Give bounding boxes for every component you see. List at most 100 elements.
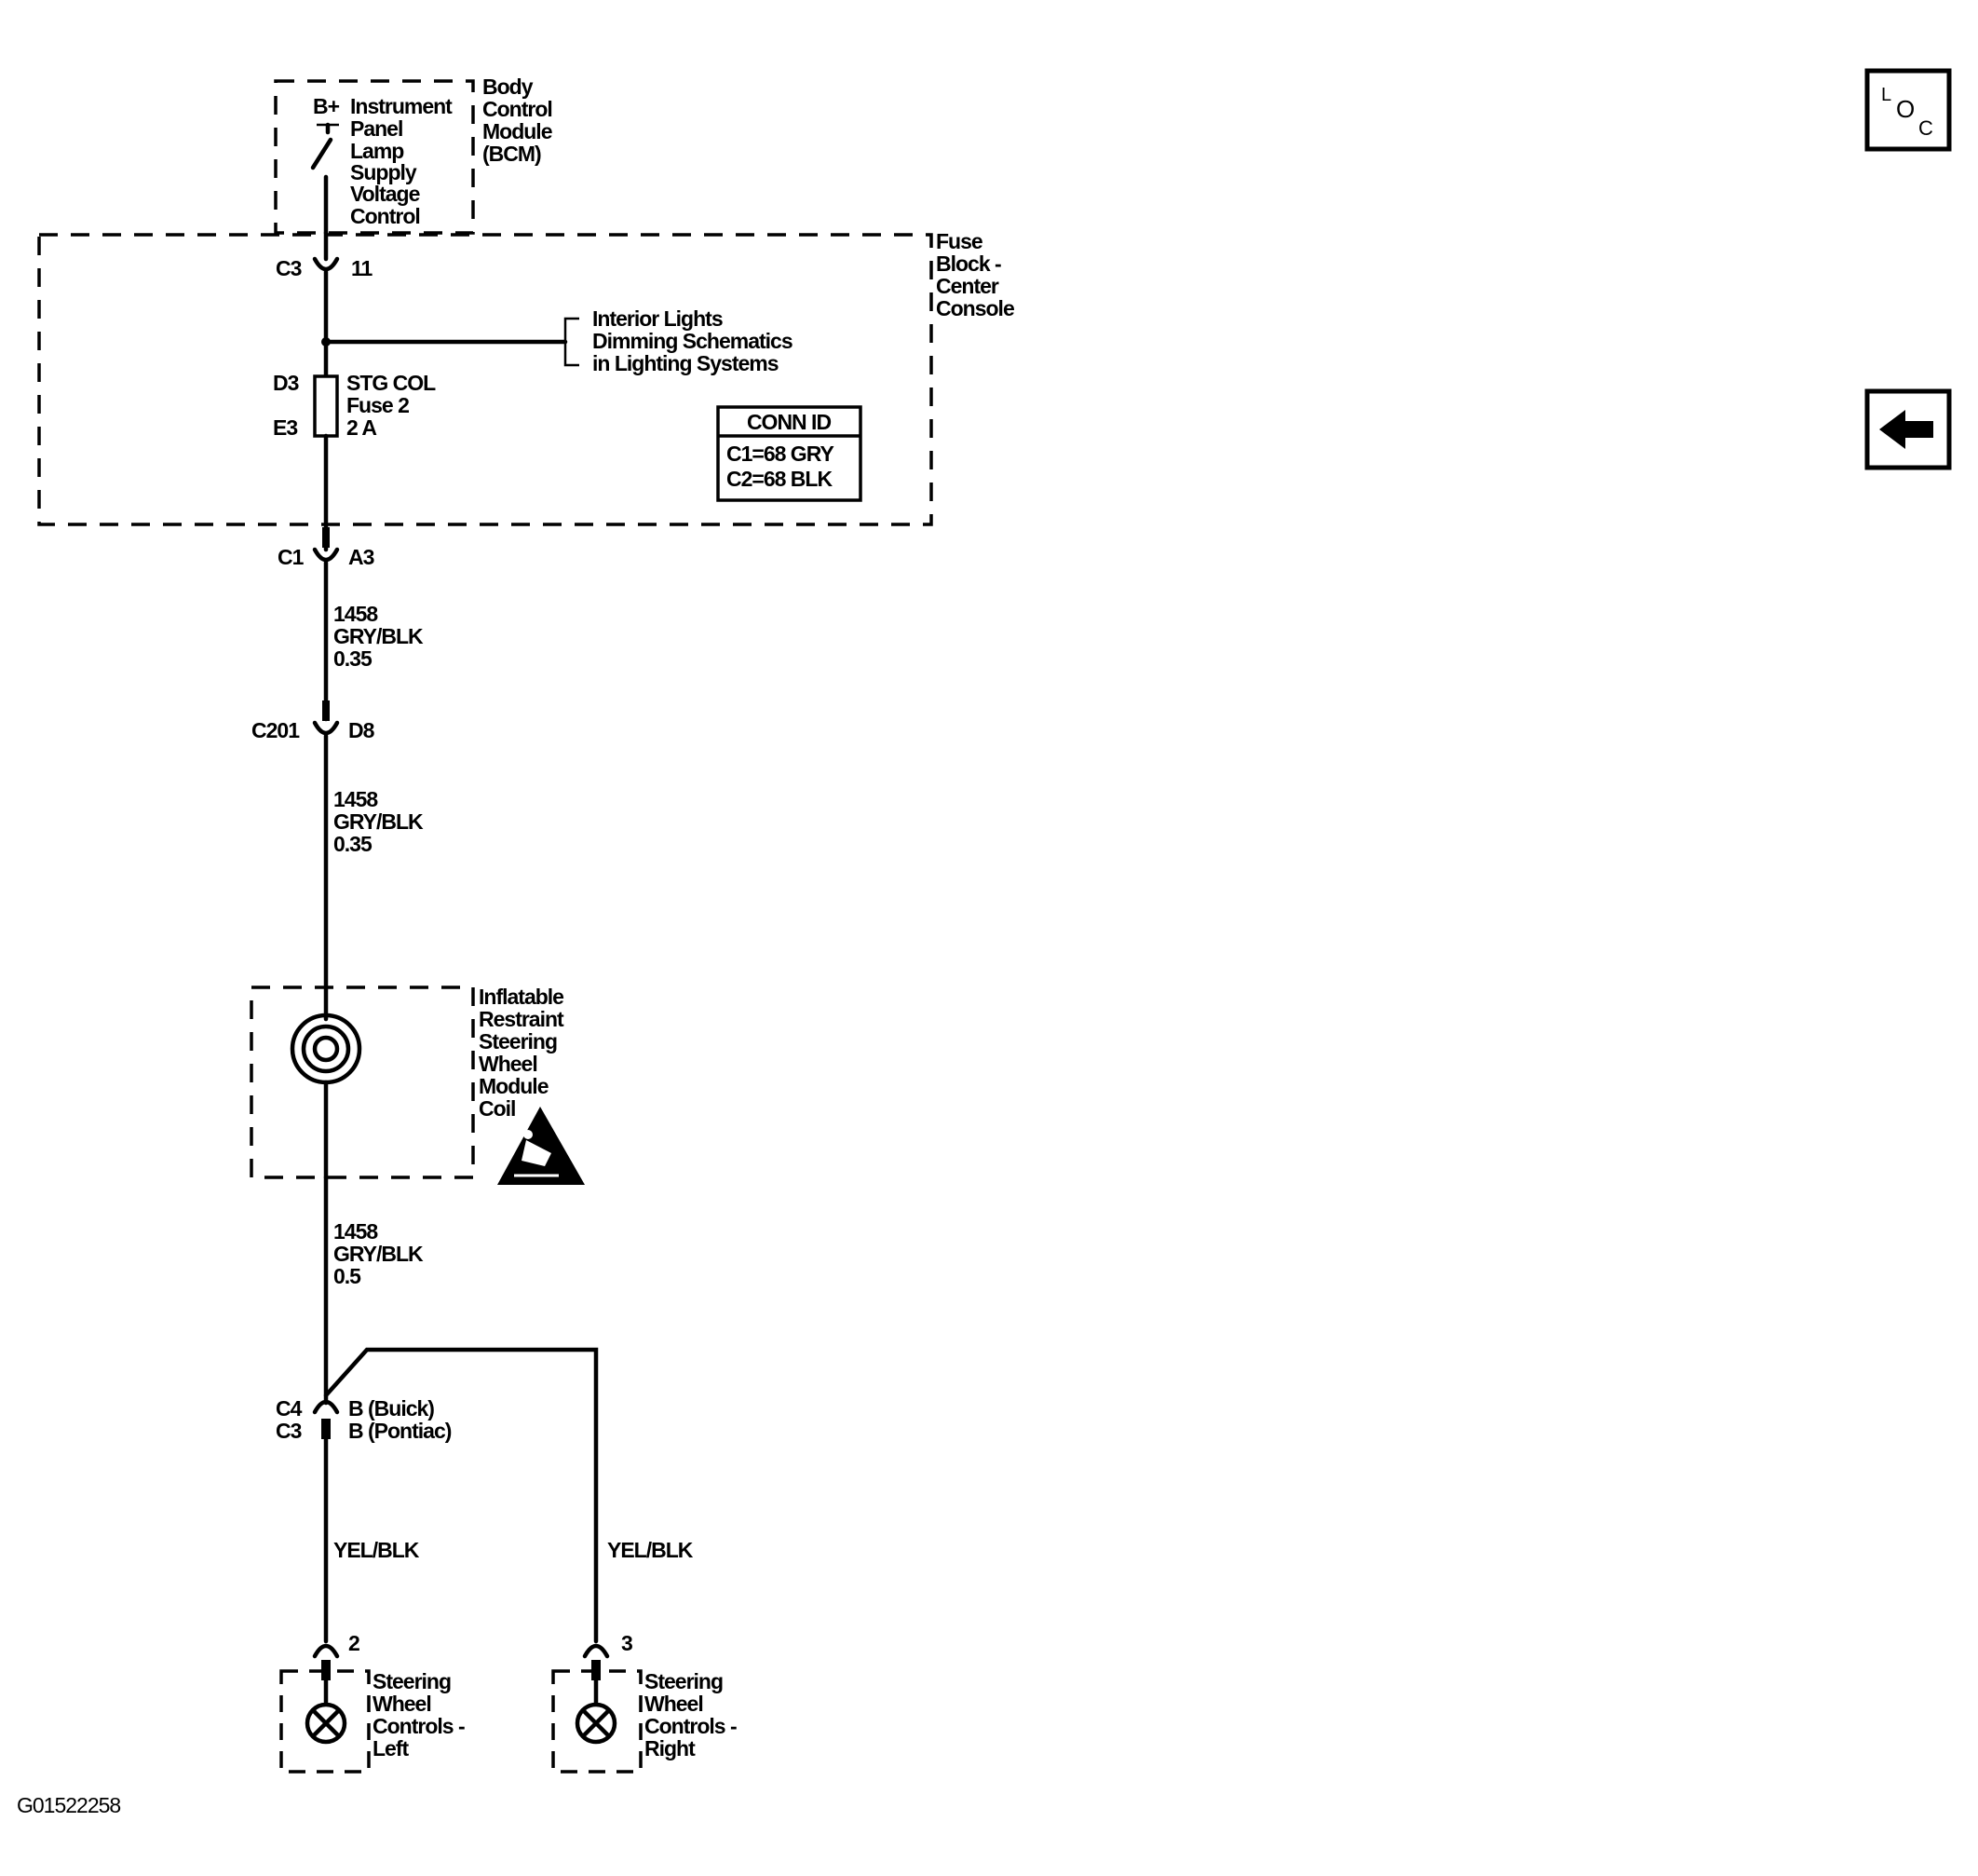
connector-c201-name: C201 — [251, 718, 300, 742]
switch-left-name-line: Steering — [373, 1669, 451, 1693]
fuse-label-text: STG COL Fuse 2 2 A — [346, 371, 440, 440]
fuse-block-name-line: Fuse — [936, 229, 982, 253]
body-control-module: B+ Instrument Panel Lamp Supply Voltage … — [274, 75, 553, 236]
bcm-circuit-line: Lamp — [350, 139, 404, 163]
switch-right-name-line: Wheel — [644, 1692, 703, 1716]
connector-pin-3-icon — [582, 1643, 610, 1659]
connector-c3-11-icon — [312, 256, 340, 272]
fuse-block-center-console: Fuse Block - Center Console C3 11 Interi… — [37, 229, 1015, 552]
location-view-button[interactable]: L O C — [1864, 68, 1952, 152]
conn-id-box: CONN ID C1=68 GRY C2=68 BLK — [716, 405, 862, 502]
fuse-block-name-text: Fuse Block - Center Console — [936, 229, 1014, 320]
coil-name-line: Wheel — [479, 1052, 537, 1076]
fuse-block-name-line: Center — [936, 274, 999, 298]
bcm-name-line: Body — [482, 75, 534, 99]
switch-right-name-line: Right — [644, 1736, 696, 1760]
fuse-icon — [313, 374, 339, 438]
conn-id-line: C2=68 BLK — [726, 467, 833, 491]
bcm-name-line: Module — [482, 119, 552, 143]
loc-letter: L — [1881, 85, 1891, 105]
switch-left-name-line: Controls - — [373, 1714, 465, 1738]
steering-wheel-controls-left: 2 Steering Wheel Controls - Left — [279, 1631, 469, 1774]
connector-pin-icon — [322, 527, 330, 548]
wire-2-label: 1458 GRY/BLK 0.35 — [333, 787, 427, 856]
lamp-icon — [305, 1702, 347, 1745]
switch-right-outline — [551, 1669, 643, 1774]
coil-name-line: Module — [479, 1074, 549, 1098]
loc-letter: C — [1918, 116, 1933, 140]
wire-3-label: 1458 GRY/BLK 0.5 — [333, 1219, 427, 1288]
right-branch-wire — [323, 1347, 599, 1644]
connector-c3-pin: 11 — [351, 256, 373, 280]
coil-name-text: Inflatable Restraint Steering Wheel Modu… — [479, 985, 568, 1121]
fuse-block-name-line: Block - — [936, 251, 1001, 276]
conn-id-title: CONN ID — [747, 410, 832, 434]
bcm-outline — [274, 79, 475, 235]
steering-wheel-controls-right: 3 Steering Wheel Controls - Right — [551, 1631, 741, 1774]
fuse-label-line: Fuse 2 — [346, 393, 409, 417]
wire-circuit: 1458 — [333, 787, 378, 811]
wire-color: GRY/BLK — [333, 624, 424, 648]
conn-id-line: C1=68 GRY — [726, 442, 833, 466]
connector-c4-pin: B (Buick) — [348, 1396, 434, 1421]
switch-left-outline — [279, 1669, 371, 1774]
wire-circuit: 1458 — [333, 1219, 378, 1244]
connector-c3-name: C3 — [276, 256, 302, 280]
coil-name-line: Inflatable — [479, 985, 563, 1009]
wire-size: 0.35 — [333, 832, 373, 856]
switch-left-name-text: Steering Wheel Controls - Left — [373, 1669, 469, 1760]
coil-name-line: Steering — [479, 1029, 557, 1054]
branch-reference-line: Dimming Schematics — [592, 329, 793, 353]
switch-right-name-line: Controls - — [644, 1714, 737, 1738]
steering-wheel-module-coil: Inflatable Restraint Steering Wheel Modu… — [250, 985, 585, 1185]
wire-circuit: 1458 — [333, 602, 378, 626]
connector-c201-d8: C201 D8 — [251, 700, 376, 742]
lamp-icon — [575, 1702, 617, 1745]
loc-letter: O — [1896, 95, 1914, 123]
left-arrow-icon — [1879, 410, 1933, 449]
wire-size: 0.35 — [333, 646, 373, 671]
connector-c1-icon — [312, 547, 340, 563]
switch-right-name-text: Steering Wheel Controls - Right — [644, 1669, 741, 1760]
connector-c4-name: C4 — [276, 1396, 303, 1421]
coil-name-line: Restraint — [479, 1007, 564, 1031]
fuse-label-line: 2 A — [346, 415, 376, 440]
voltage-control-switch-icon — [310, 122, 339, 236]
wire-color: GRY/BLK — [333, 1242, 424, 1266]
fuse-label-line: STG COL — [346, 371, 436, 395]
bcm-circuit-line: Instrument — [350, 94, 453, 118]
bcm-pin-label: B+ — [313, 94, 340, 118]
bcm-circuit-line: Control — [350, 204, 420, 228]
fuse-block-name-line: Console — [936, 296, 1014, 320]
switch-right-name-line: Steering — [644, 1669, 723, 1693]
reference-bracket — [563, 317, 579, 367]
bcm-circuit-text: Instrument Panel Lamp Supply Voltage Con… — [350, 94, 456, 228]
connector-pin-2-icon — [312, 1643, 340, 1659]
branch-reference-line: Interior Lights — [592, 306, 723, 331]
bcm-name-line: (BCM) — [482, 142, 541, 166]
back-button[interactable] — [1864, 388, 1952, 470]
bcm-name-line: Control — [482, 97, 552, 121]
bcm-circuit-line: Voltage — [350, 182, 420, 206]
wire-1-label: 1458 GRY/BLK 0.35 — [333, 602, 427, 671]
fuse-terminal-bottom: E3 — [273, 415, 297, 440]
connector-c201-icon — [312, 720, 340, 736]
connector-c3-pin-icon — [321, 1419, 331, 1439]
connector-c1-pin: A3 — [348, 545, 374, 569]
split-connector-c4-c3: C4 C3 B (Buick) B (Pontiac) — [276, 1347, 599, 1644]
connector-pin-icon — [322, 700, 330, 721]
figure-id: G01522258 — [17, 1793, 120, 1817]
connector-c1-a3: C1 A3 — [278, 527, 375, 569]
switch-left-name-line: Left — [373, 1736, 410, 1760]
wire-left-color: YEL/BLK — [333, 1538, 420, 1562]
connector-c3-pin: B (Pontiac) — [348, 1419, 452, 1443]
switch-right-pin: 3 — [621, 1631, 632, 1655]
bcm-circuit-line: Panel — [350, 116, 402, 141]
wire-color: GRY/BLK — [333, 809, 424, 834]
coil-outline — [250, 986, 475, 1179]
connector-c1-name: C1 — [278, 545, 305, 569]
connector-c201-pin: D8 — [348, 718, 375, 742]
wire-size: 0.5 — [333, 1264, 361, 1288]
clockspring-coil-icon — [290, 1013, 362, 1085]
